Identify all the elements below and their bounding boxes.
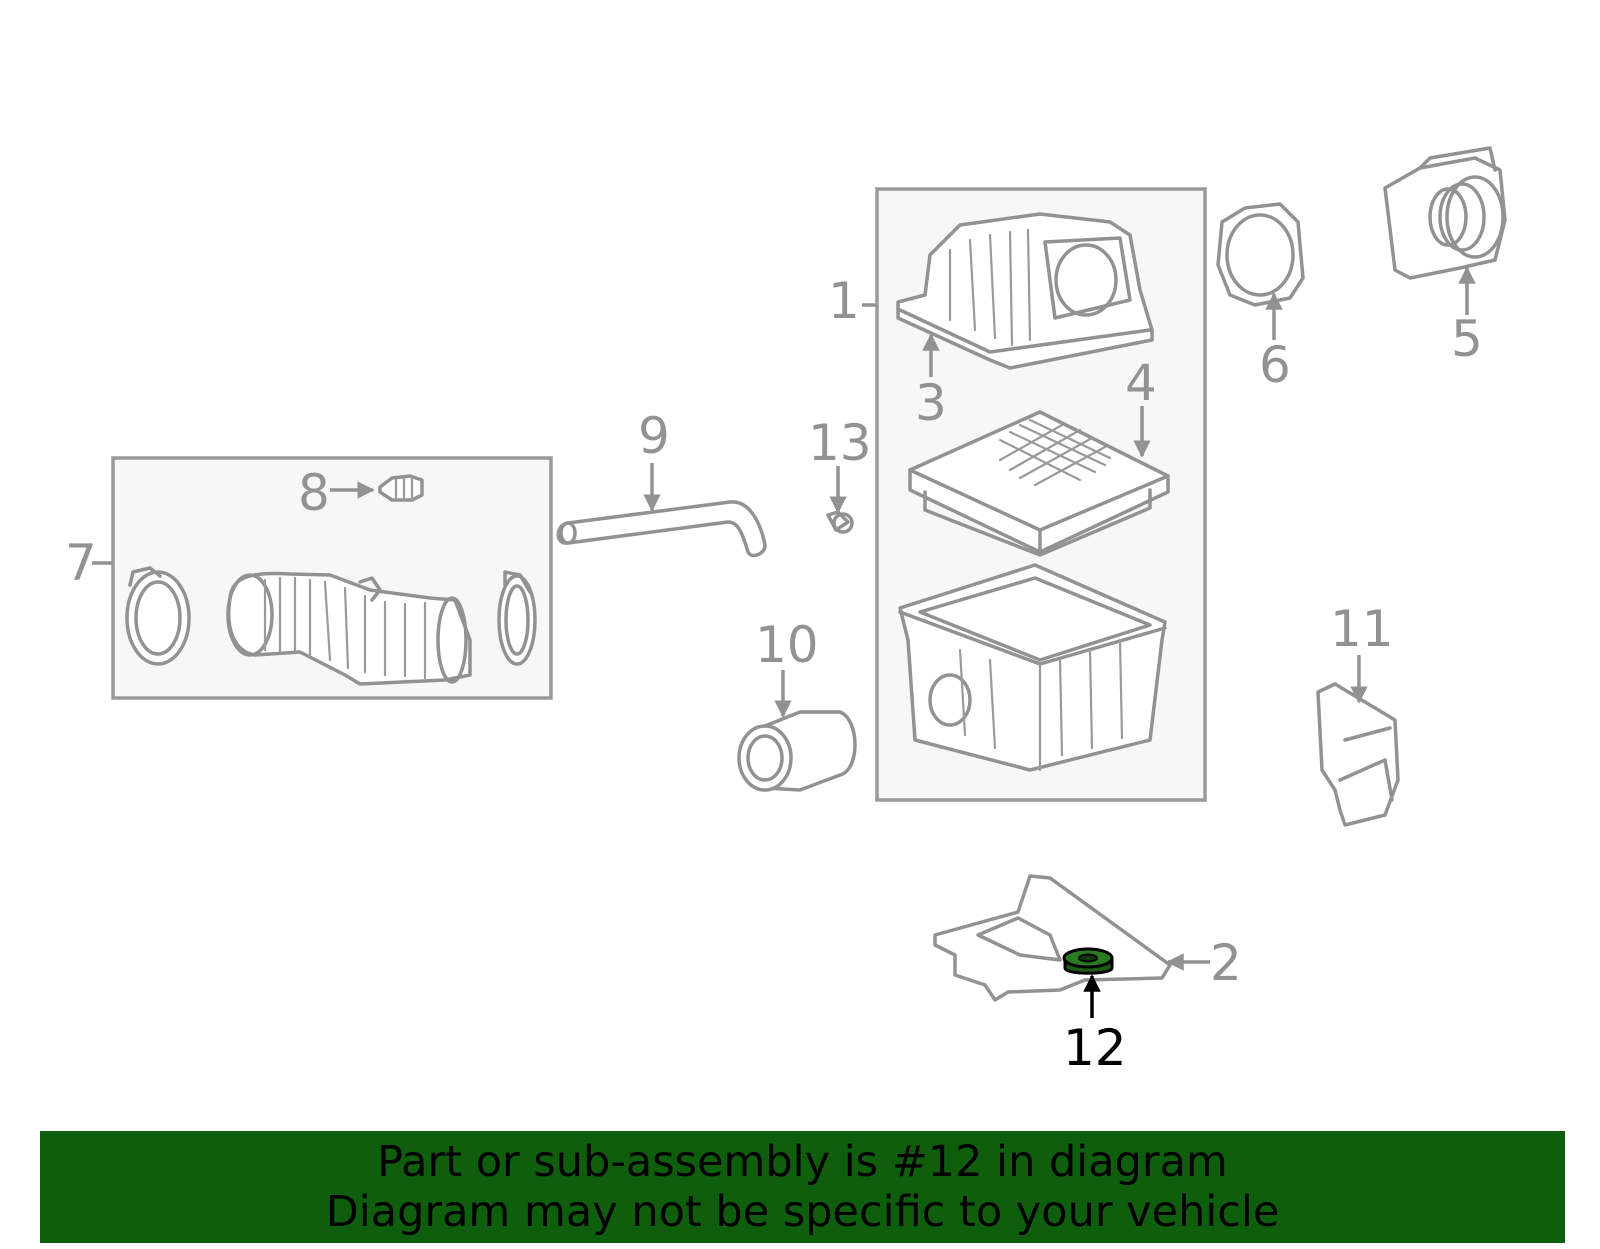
part-6-gasket[interactable] xyxy=(1216,202,1305,307)
part-3-upper-cover[interactable] xyxy=(896,212,1154,370)
part-5-mass-airflow-sensor[interactable] xyxy=(1383,146,1507,280)
part-8-sensor[interactable] xyxy=(378,474,424,502)
callout-7: 7 xyxy=(65,534,97,592)
callout-8: 8 xyxy=(298,464,330,522)
part-1-lower-housing[interactable] xyxy=(898,563,1167,772)
callout-5: 5 xyxy=(1451,310,1483,368)
part-2-base-tray[interactable] xyxy=(933,874,1172,1002)
part-4-filter-element[interactable] xyxy=(908,410,1170,557)
part-7-intake-duct-kit[interactable] xyxy=(125,566,537,686)
callout-10: 10 xyxy=(755,616,819,674)
part-9-hose[interactable] xyxy=(556,500,767,558)
callout-9: 9 xyxy=(638,407,670,465)
callout-3: 3 xyxy=(915,374,947,432)
callout-2: 2 xyxy=(1210,934,1242,992)
callout-6: 6 xyxy=(1259,336,1291,394)
part-10-intake-cap[interactable] xyxy=(737,710,857,792)
callout-4: 4 xyxy=(1125,354,1157,412)
part-11-bracket[interactable] xyxy=(1316,682,1400,827)
callout-12: 12 xyxy=(1063,1019,1127,1077)
banner-line-1: Part or sub-assembly is #12 in diagram xyxy=(377,1137,1228,1187)
callout-11: 11 xyxy=(1330,600,1394,658)
part-12-grommet[interactable] xyxy=(1062,947,1114,975)
banner-line-2: Diagram may not be specific to your vehi… xyxy=(325,1187,1280,1237)
callout-1: 1 xyxy=(828,272,860,330)
part-13-clip[interactable] xyxy=(826,510,854,534)
callout-13: 13 xyxy=(808,414,872,472)
info-banner: Part or sub-assembly is #12 in diagram D… xyxy=(40,1131,1565,1243)
